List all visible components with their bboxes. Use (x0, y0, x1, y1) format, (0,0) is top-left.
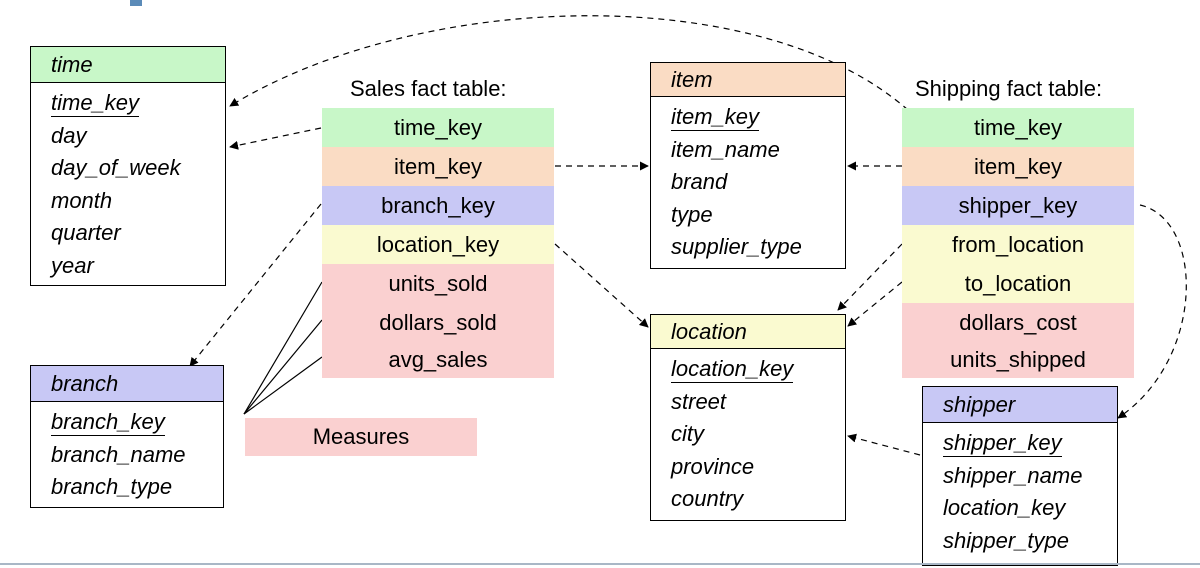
shipper-attr: shipper_name (943, 462, 1083, 488)
sales-fact-row: units_sold (322, 264, 554, 303)
measure-line-avg (243, 356, 323, 415)
bottom-rule (0, 563, 1200, 565)
time-attr: month (51, 187, 113, 213)
location-attr: street (671, 388, 727, 414)
shipper-attr: shipper_type (943, 527, 1069, 553)
shipping-fact-row: shipper_key (902, 186, 1134, 225)
time-attr: year (51, 252, 94, 278)
time-attr: quarter (51, 220, 121, 245)
item-attr: supplier_type (671, 234, 802, 259)
sales-fact-row: dollars_sold (322, 303, 554, 342)
time-attr: day (51, 122, 87, 148)
shipper-attr: shipper_key (943, 430, 1062, 457)
shipping-fact-row: dollars_cost (902, 303, 1134, 342)
sales-fact-row: avg_sales (322, 342, 554, 378)
measures-legend: Measures (245, 418, 477, 456)
location-attr: country (671, 486, 744, 511)
shipping-fact-row: item_key (902, 147, 1134, 186)
branch-attr: branch_key (51, 409, 165, 436)
shipping-fact-row: to_location (902, 264, 1134, 303)
link-shipper-to-location (847, 433, 921, 456)
time-attr: day_of_week (51, 155, 181, 180)
link-sales-branch-to-branch (189, 203, 322, 367)
measure-line-units (243, 281, 323, 415)
location-attr: province (671, 453, 755, 479)
item-attr: type (671, 201, 713, 227)
sales-fact-row: time_key (322, 108, 554, 147)
shipping-fact-title: Shipping fact table: (915, 76, 1103, 101)
link-shipping-from-to-location (837, 243, 903, 311)
location-dimension-table: location location_key street city provin… (650, 314, 846, 521)
shipping-fact-row: from_location (902, 225, 1134, 264)
item-attr: brand (671, 169, 728, 194)
shipper-dimension-table: shipper shipper_key shipper_name locatio… (922, 386, 1118, 566)
shipper-table-header: shipper (923, 387, 1117, 423)
sales-fact-row: item_key (322, 147, 554, 186)
shipping-fact-row: time_key (902, 108, 1134, 147)
time-attr: time_key (51, 90, 140, 117)
shipper-attr: location_key (943, 495, 1066, 520)
branch-dimension-table: branch branch_key branch_name branch_typ… (30, 365, 224, 508)
sales-fact-table: time_key item_key branch_key location_ke… (322, 108, 554, 378)
link-sales-time-to-time (229, 127, 322, 150)
item-table-header: item (651, 63, 845, 97)
sales-fact-row: branch_key (322, 186, 554, 225)
sales-fact-title: Sales fact table: (350, 76, 507, 101)
link-shipper-key-to-shipper (1117, 204, 1187, 419)
shipping-fact-row: units_shipped (902, 342, 1134, 378)
corner-accent-mark (130, 0, 142, 6)
sales-fact-row: location_key (322, 225, 554, 264)
location-attr: city (671, 421, 704, 446)
branch-attr: branch_name (51, 441, 186, 467)
location-table-header: location (651, 315, 845, 349)
measure-line-dollars (243, 319, 323, 415)
item-attr: item_key (671, 104, 760, 131)
time-table-header: time (31, 47, 225, 83)
branch-table-header: branch (31, 366, 223, 402)
time-dimension-table: time time_key day day_of_week month quar… (30, 46, 226, 286)
item-attr: item_name (671, 136, 780, 162)
link-sales-location-to-location (554, 243, 649, 328)
location-attr: location_key (671, 356, 794, 383)
link-shipping-to-to-location (847, 281, 903, 327)
branch-attr: branch_type (51, 474, 173, 499)
item-dimension-table: item item_key item_name brand type suppl… (650, 62, 846, 269)
shipping-fact-table: time_key item_key shipper_key from_locat… (902, 108, 1134, 378)
